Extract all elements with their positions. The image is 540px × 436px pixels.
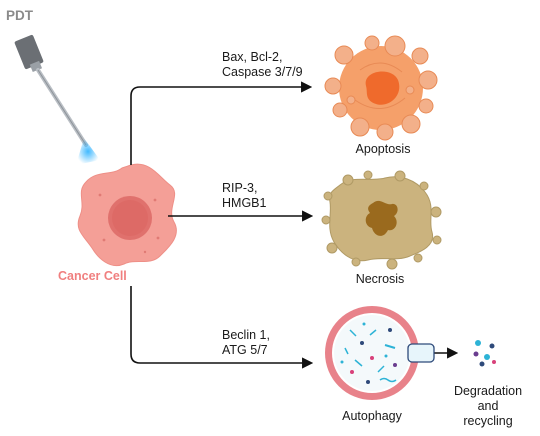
autophagosome-icon <box>325 306 435 400</box>
arrow-to-autophagy <box>130 286 314 369</box>
apoptosis-marker-line2: Caspase 3/7/9 <box>222 65 303 79</box>
autophagy-label: Autophagy <box>342 409 402 423</box>
necrosis-marker-line2: HMGB1 <box>222 196 267 210</box>
autophagy-marker-line2: ATG 5/7 <box>222 343 268 357</box>
degradation-particles-icon <box>473 340 496 367</box>
degradation-label-line3: recycling <box>463 414 513 428</box>
necrosis-label: Necrosis <box>355 272 405 286</box>
apoptosis-marker-line1: Bax, Bcl-2, <box>222 50 283 64</box>
apoptosis-label: Apoptosis <box>355 142 411 156</box>
light-probe-icon <box>14 34 100 165</box>
necrosis-marker-line1: RIP-3, <box>222 181 258 195</box>
degradation-label-line1: Degradation <box>453 384 523 398</box>
necrosis-cell-icon <box>321 170 442 270</box>
arrow-to-apoptosis <box>130 81 313 165</box>
cancer-cell-label: Cancer Cell <box>58 269 127 283</box>
pathway-arrows <box>130 81 459 369</box>
apoptosis-cell-icon <box>324 35 438 141</box>
cancer-cell-icon <box>77 163 177 266</box>
autophagy-marker-line1: Beclin 1, <box>222 328 270 342</box>
degradation-label-line2: and <box>477 399 499 413</box>
figure-title: PDT <box>6 8 33 23</box>
